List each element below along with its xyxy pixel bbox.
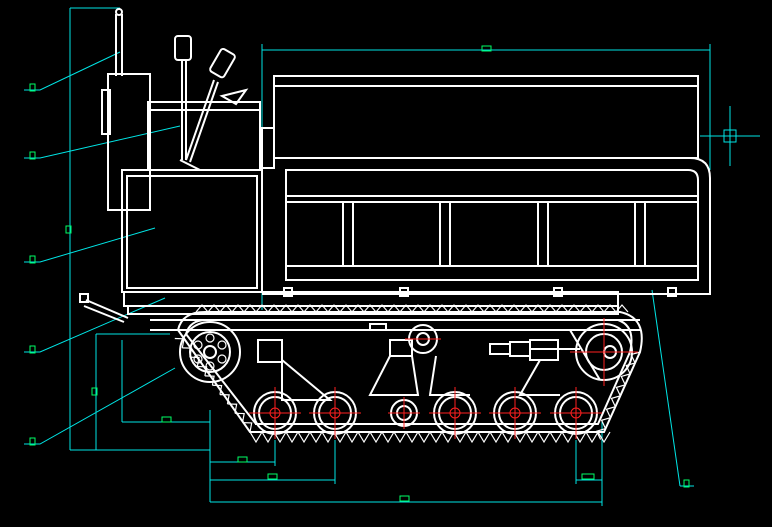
dim-marker-rear-overhang <box>581 473 595 480</box>
road-wheel <box>489 387 541 439</box>
leader-marker-4 <box>29 345 36 354</box>
road-wheel <box>429 387 481 439</box>
leader-lines <box>24 51 181 445</box>
road-wheels <box>249 387 602 439</box>
dimension-markers <box>65 45 595 502</box>
dim-marker-track-length <box>399 495 410 502</box>
leader-marker-2 <box>29 151 36 160</box>
leader-marker-1 <box>29 83 36 92</box>
dim-marker-front-overhang <box>161 416 172 423</box>
drive-sprocket <box>179 321 241 383</box>
dim-marker-wheel-offset-2 <box>267 473 278 480</box>
leader-marker-6 <box>683 479 690 488</box>
crawler-track <box>174 304 643 444</box>
dim-marker-ground-clearance <box>91 387 98 396</box>
leader-markers <box>29 83 690 488</box>
carrier-roller <box>405 324 441 354</box>
leader-marker-3 <box>29 255 36 264</box>
road-wheel <box>550 387 602 439</box>
dim-marker-top-length <box>481 45 492 52</box>
road-wheel <box>249 387 301 439</box>
cargo-box <box>261 75 711 297</box>
idler-wheel <box>570 318 638 386</box>
dim-marker-wheel-offset-1 <box>237 456 248 463</box>
dim-marker-overall-height <box>65 225 72 234</box>
road-wheel-small <box>388 397 420 429</box>
engine-housing <box>79 8 263 323</box>
leader-marker-5 <box>29 437 36 446</box>
road-wheel <box>309 387 361 439</box>
